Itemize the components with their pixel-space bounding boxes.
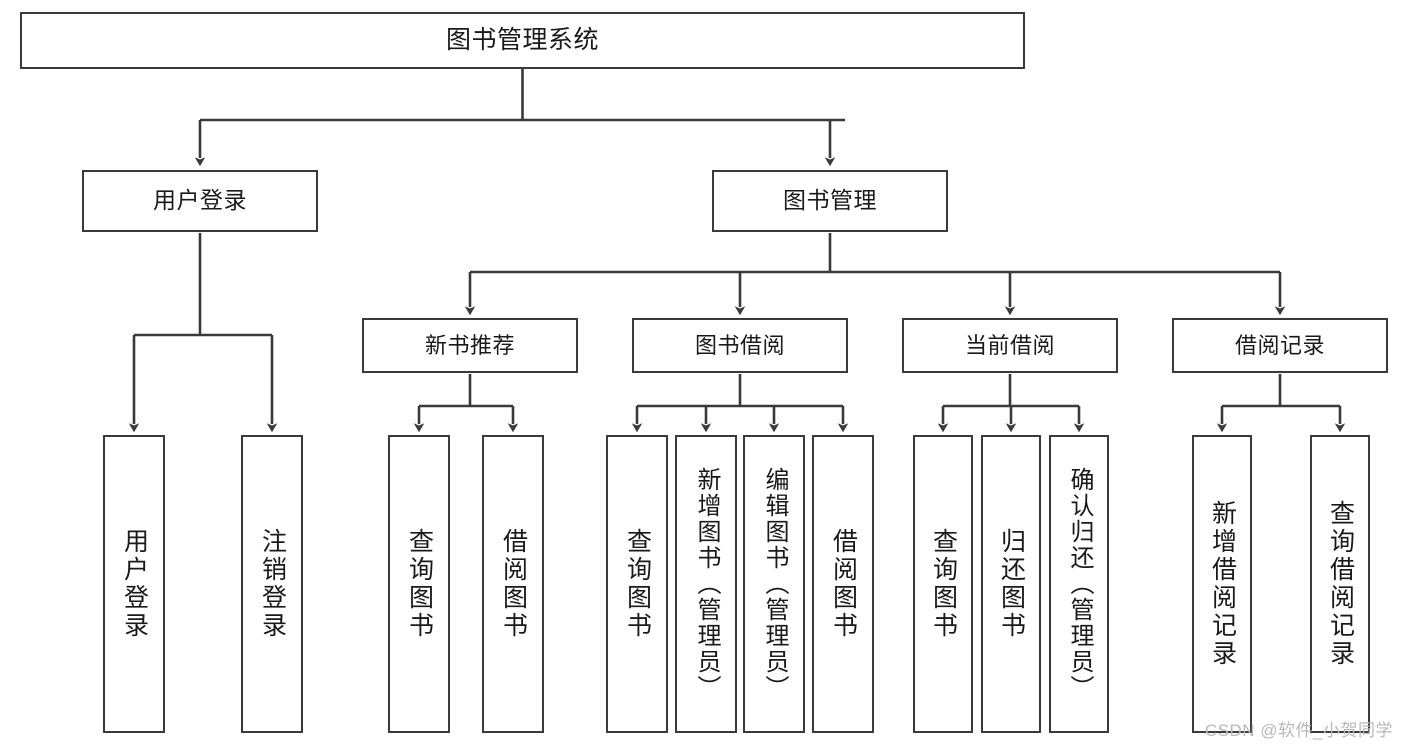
node-label: 查询图书: [623, 528, 652, 640]
node-label: 借阅记录: [1234, 332, 1325, 358]
node-user-login[interactable]: 用户登录: [82, 170, 318, 232]
node-label: 注销登录: [258, 528, 287, 640]
node-leaf-edit-book-admin[interactable]: 编辑图书（管理员）: [743, 435, 805, 733]
node-leaf-confirm-return-admin[interactable]: 确认归还（管理员）: [1049, 435, 1109, 733]
node-new-book-recommend[interactable]: 新书推荐: [362, 318, 578, 373]
watermark-text: CSDN @软件_小贺同学: [1204, 721, 1393, 740]
node-leaf-user-login[interactable]: 用户登录: [103, 435, 165, 733]
node-label: 查询图书: [929, 528, 958, 640]
node-label: 确认归还（管理员）: [1066, 467, 1093, 701]
node-leaf-borrow-book-rec[interactable]: 借阅图书: [482, 435, 544, 733]
node-leaf-borrow-book[interactable]: 借阅图书: [812, 435, 874, 733]
node-label: 查询图书: [405, 528, 434, 640]
node-label: 借阅图书: [499, 528, 528, 640]
node-book-borrow[interactable]: 图书借阅: [632, 318, 848, 373]
node-label: 新增借阅记录: [1208, 500, 1237, 668]
node-current-borrow[interactable]: 当前借阅: [902, 318, 1118, 373]
node-label: 借阅图书: [829, 528, 858, 640]
node-label: 查询借阅记录: [1326, 500, 1355, 668]
node-label: 编辑图书（管理员）: [761, 467, 788, 701]
node-leaf-add-borrow-record[interactable]: 新增借阅记录: [1192, 435, 1252, 733]
node-leaf-return-book[interactable]: 归还图书: [981, 435, 1041, 733]
node-label: 图书借阅: [694, 332, 785, 358]
node-leaf-query-book-borrow[interactable]: 查询图书: [606, 435, 668, 733]
node-leaf-logout[interactable]: 注销登录: [241, 435, 303, 733]
node-label: 用户登录: [120, 528, 149, 640]
node-leaf-query-book-rec[interactable]: 查询图书: [388, 435, 450, 733]
node-label: 新书推荐: [424, 332, 515, 358]
node-label: 图书管理: [783, 187, 877, 214]
node-leaf-query-book-current[interactable]: 查询图书: [913, 435, 973, 733]
node-leaf-add-book-admin[interactable]: 新增图书（管理员）: [675, 435, 737, 733]
node-label: 新增图书（管理员）: [693, 467, 720, 701]
node-book-management[interactable]: 图书管理: [712, 170, 948, 232]
node-label: 归还图书: [997, 528, 1026, 640]
node-label: 用户登录: [153, 187, 247, 214]
node-borrow-record[interactable]: 借阅记录: [1172, 318, 1388, 373]
node-leaf-query-borrow-record[interactable]: 查询借阅记录: [1310, 435, 1370, 733]
node-label: 图书管理系统: [445, 25, 599, 54]
node-root-system[interactable]: 图书管理系统: [20, 12, 1025, 69]
node-label: 当前借阅: [964, 332, 1055, 358]
